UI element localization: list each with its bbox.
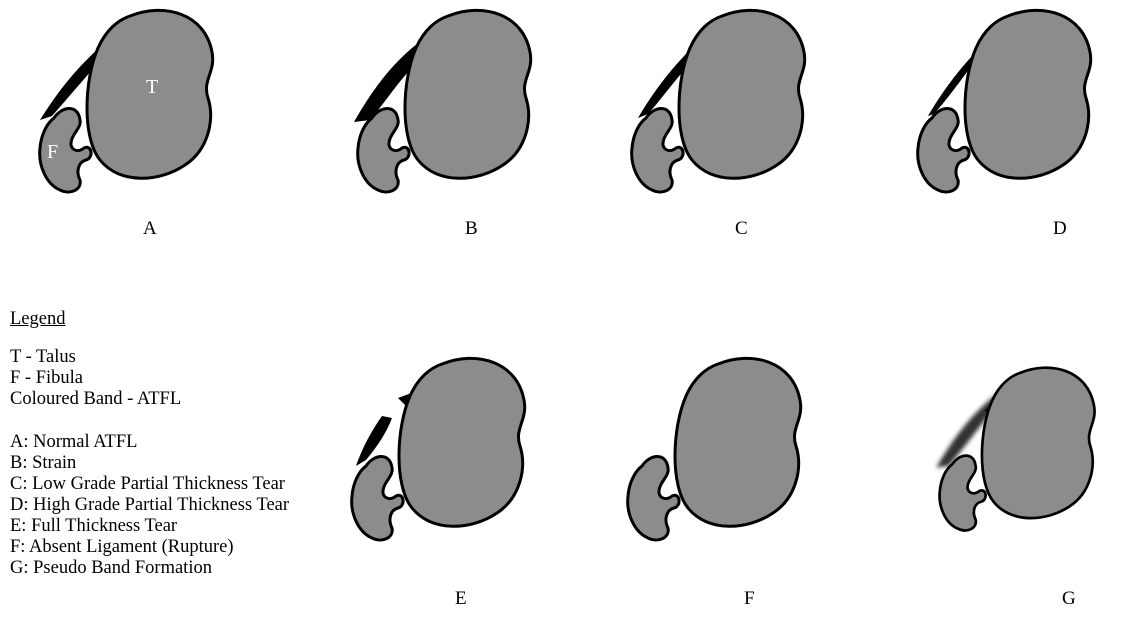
legend-key-band: Coloured Band - ATFL [10,389,182,409]
panel-f: F [588,348,828,609]
legend-grade-g: G: Pseudo Band Formation [10,558,212,578]
fibula-bone [626,455,681,542]
ankle-diagram-normal: T F [38,8,215,194]
ankle-diagram-strain [354,8,533,194]
panel-e: E [312,348,552,609]
ankle-diagram-full-thickness-tear [350,356,527,542]
panel-d: D [878,0,1118,239]
panel-label: B [465,218,478,239]
legend-key-talus: T - Talus [10,347,76,367]
atfl-band-fibular-stump [356,416,392,466]
panel-label: D [1053,218,1067,239]
talus-bone [677,8,807,180]
panel-label: C [735,218,748,239]
legend-title: Legend [10,309,66,329]
fibula-bone [350,455,405,542]
talus-bone [980,366,1096,520]
legend-grade-f: F: Absent Ligament (Rupture) [10,537,234,557]
fibula-bone [916,107,971,194]
talus-bone [673,356,803,528]
legend-grade-d: D: High Grade Partial Thickness Tear [10,495,290,515]
legend-grade-b: B: Strain [10,453,77,473]
legend-grade-c: C: Low Grade Partial Thickness Tear [10,474,285,494]
panel-a: T F A [0,0,240,239]
fibula-bone [938,454,987,532]
fibula-label: F [47,141,58,163]
talus-bone [963,8,1093,180]
panel-label: F [744,588,755,609]
talus-bone [403,8,533,180]
ankle-diagram-pseudo-band [936,366,1096,532]
panel-b: B [318,0,558,239]
panel-label: E [455,588,467,609]
panel-label: G [1062,588,1076,609]
legend-key-fibula: F - Fibula [10,368,83,388]
talus-label: T [146,76,158,98]
talus-bone [397,356,527,528]
panel-c: C [592,0,832,239]
panel-g: G [904,348,1119,609]
ankle-diagram-absent-ligament [626,356,803,542]
ankle-diagram-low-grade-tear [630,8,807,194]
legend-grade-e: E: Full Thickness Tear [10,516,178,536]
panel-label: A [143,218,157,239]
fibula-bone [356,107,411,194]
legend-grade-a: A: Normal ATFL [10,432,138,452]
fibula-bone [630,107,685,194]
legend: Legend T - Talus F - Fibula Coloured Ban… [10,309,289,579]
ankle-diagram-high-grade-tear [916,8,1093,194]
